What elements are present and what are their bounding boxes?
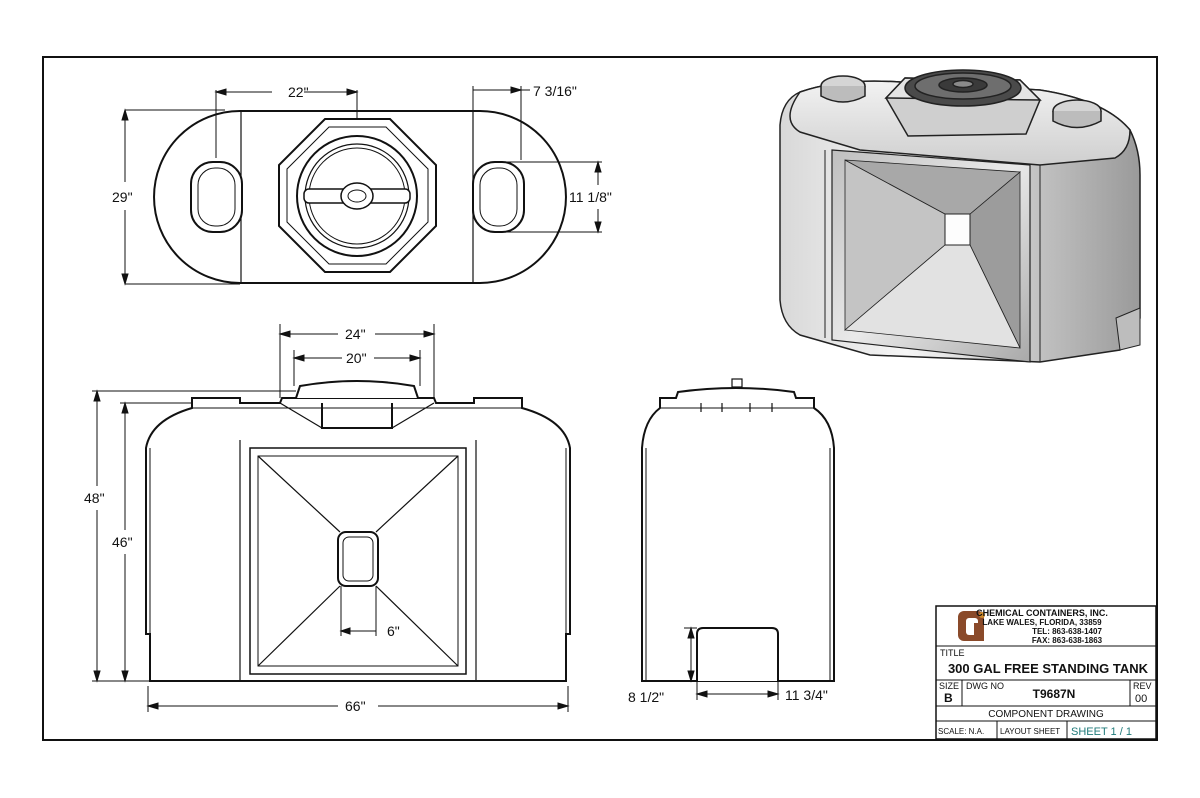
company-fax: FAX: 863-638-1863: [1032, 636, 1103, 645]
dim-fork-height: 8 1/2": [628, 689, 664, 705]
dim-top-depth: 29": [112, 189, 133, 205]
dim-top-offset: 7 3/16": [533, 83, 577, 99]
size-label: SIZE: [939, 681, 959, 691]
dwg-number: T9687N: [1033, 687, 1076, 701]
front-view: [145, 380, 571, 682]
isometric-tank-render: [779, 69, 1141, 363]
drawing-type: COMPONENT DRAWING: [988, 709, 1104, 720]
front-view-dimensions: [92, 324, 570, 712]
top-view-dimensions: [121, 86, 602, 286]
company-tel: TEL: 863-638-1407: [1032, 627, 1102, 636]
side-view: [641, 378, 835, 682]
sheet-number: SHEET 1 / 1: [1071, 726, 1132, 738]
company-address: LAKE WALES, FLORIDA, 33859: [982, 618, 1102, 627]
size-value: B: [944, 691, 953, 705]
dim-fork-width: 11 3/4": [785, 687, 828, 703]
drawing-title: 300 GAL FREE STANDING TANK: [948, 661, 1149, 676]
dwg-label: DWG NO: [966, 681, 1004, 691]
dim-lid-outer: 24": [345, 326, 366, 342]
dim-height-body: 46": [112, 534, 133, 550]
title-block: [935, 605, 1157, 740]
scale-info: SCALE: N.A.: [938, 727, 984, 736]
company-logo: [958, 611, 985, 641]
dim-length: 66": [345, 698, 366, 714]
sheet-border: [42, 56, 1158, 741]
top-view: [153, 110, 567, 284]
dim-lid-inner: 20": [346, 350, 367, 366]
dim-pocket: 6": [387, 623, 400, 639]
title-label: TITLE: [940, 648, 965, 658]
layout-sheet: LAYOUT SHEET: [1000, 727, 1060, 736]
dim-height-total: 48": [84, 490, 105, 506]
rev-label: REV: [1133, 681, 1152, 691]
side-view-dimensions: [684, 626, 780, 700]
dim-top-handle: 11 1/8": [569, 189, 612, 205]
company-name: CHEMICAL CONTAINERS, INC.: [976, 608, 1108, 618]
rev-value: 00: [1135, 693, 1147, 705]
dim-top-width: 22": [288, 84, 309, 100]
